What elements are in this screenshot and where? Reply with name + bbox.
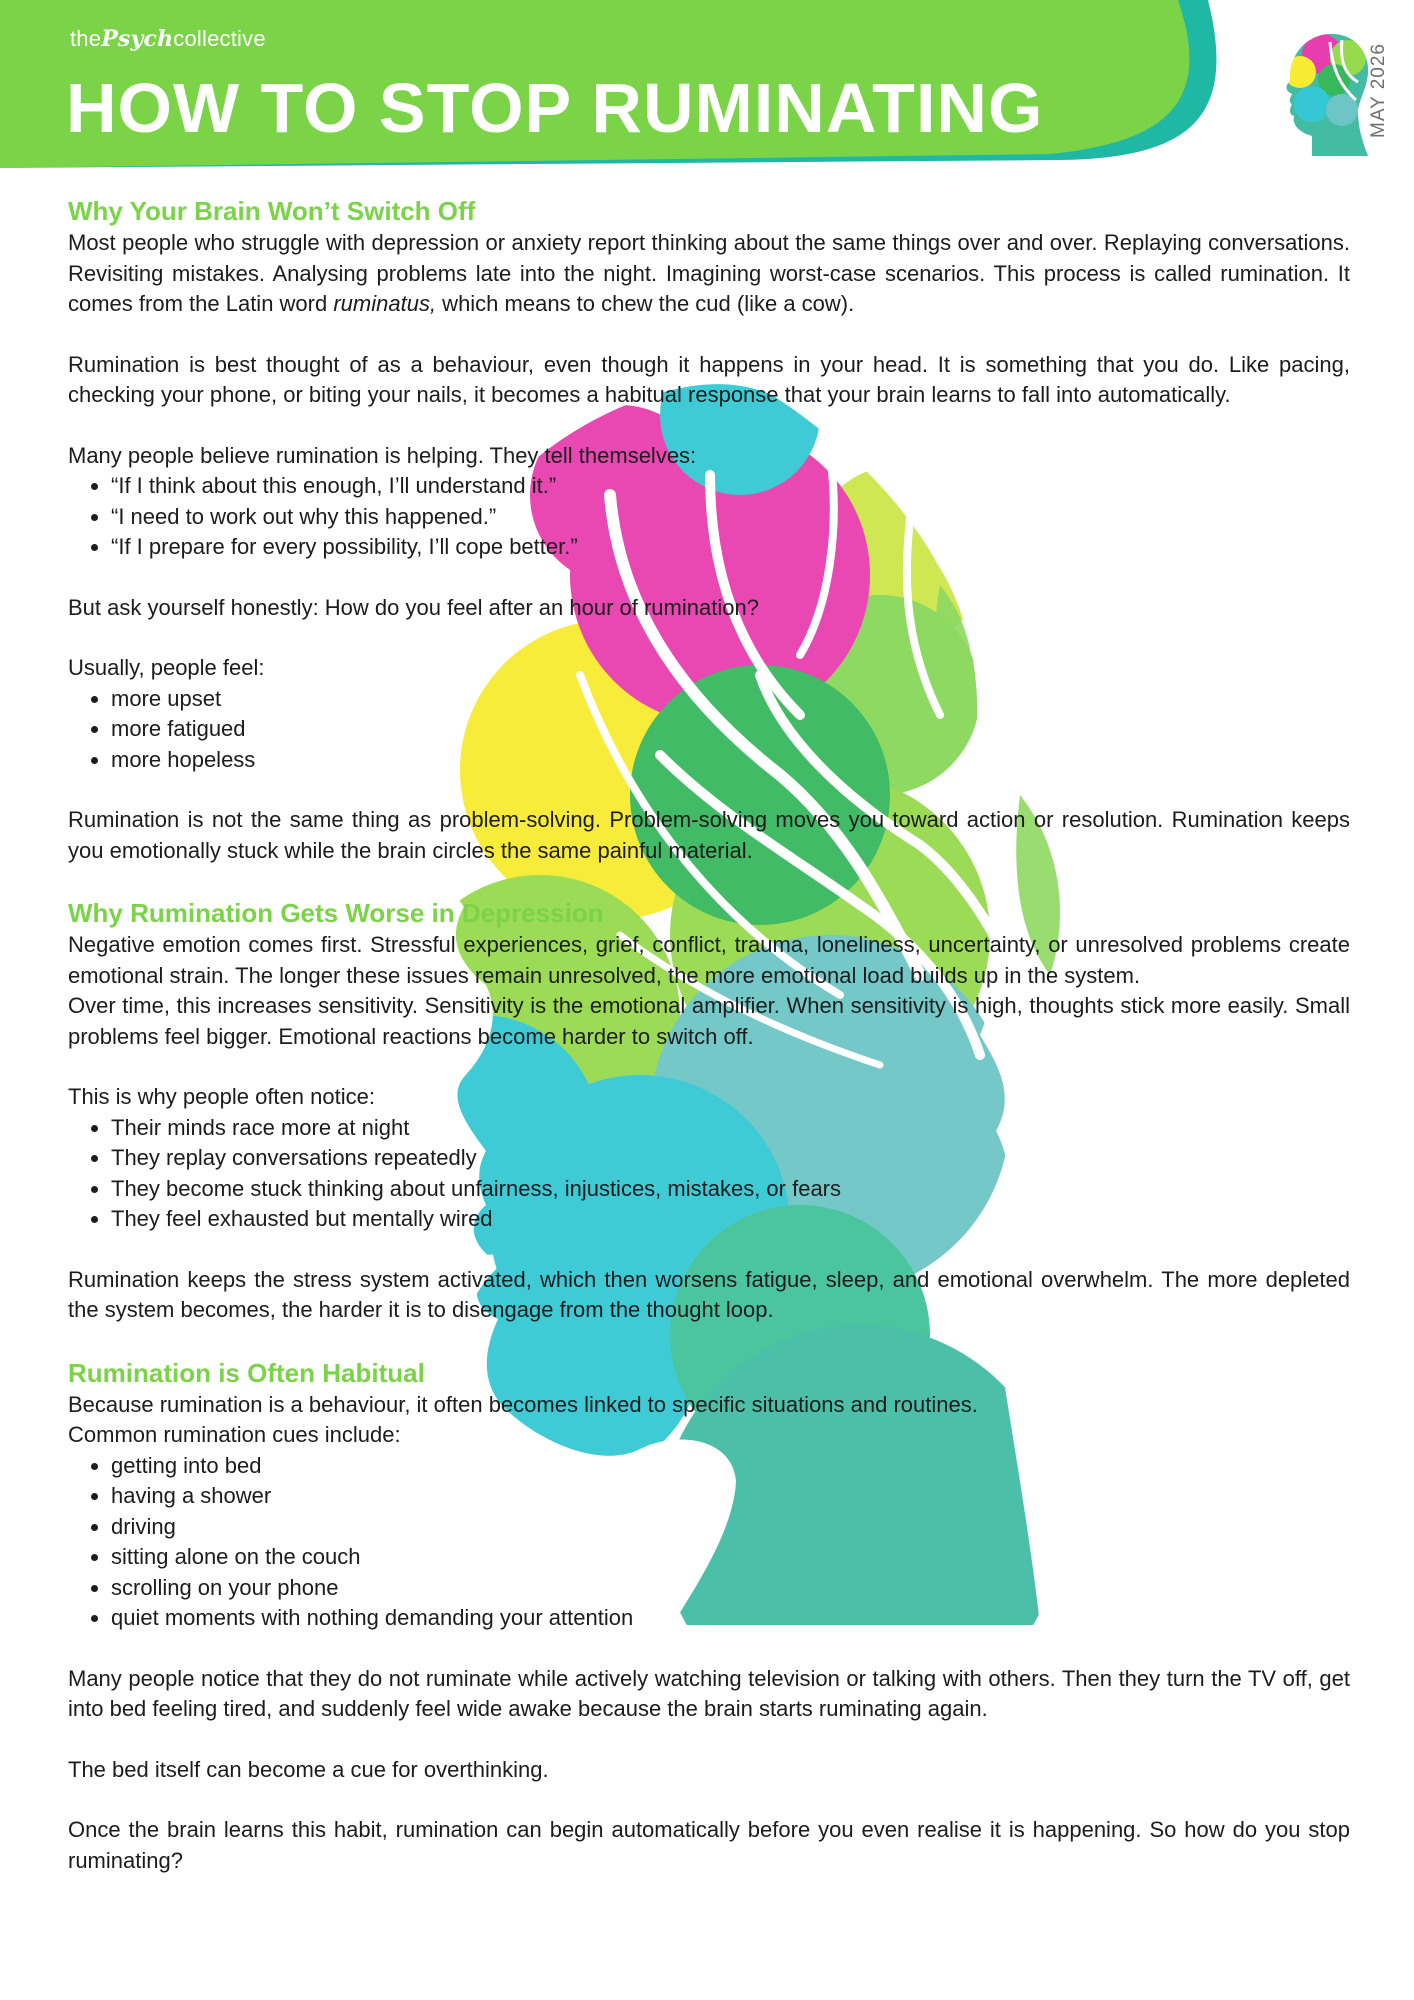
list-item: more hopeless [111,745,1350,776]
colorful-head-silhouette-icon [1286,33,1369,156]
list-item: sitting alone on the couch [111,1542,1350,1573]
paragraph: Usually, people feel: [68,655,265,680]
list-item: Their minds race more at night [111,1113,1350,1144]
page-title: HOW TO STOP RUMINATING [66,69,1044,147]
list-item: They feel exhausted but mentally wired [111,1204,1350,1235]
list-item: They become stuck thinking about unfairn… [111,1174,1350,1205]
list-item: “If I prepare for every possibility, I’l… [111,532,1350,563]
paragraph: This is why people often notice: [68,1084,375,1109]
list-item: more upset [111,684,1350,715]
list-item: having a shower [111,1481,1350,1512]
paragraph: Many people believe rumination is helpin… [68,442,697,468]
paragraph: Rumination keeps the stress system activ… [68,1266,1350,1323]
list-item: more fatigued [111,714,1350,745]
notices-list: Their minds race more at night They repl… [68,1113,1350,1235]
paragraph: Most people who struggle with depression… [68,230,1350,316]
paragraph: The bed itself can become a cue for over… [68,1756,549,1782]
paragraph: Common rumination cues include: [68,1422,401,1447]
paragraph: Over time, this increases sensitivity. S… [68,993,1350,1049]
section-heading: Why Rumination Gets Worse in Depression [68,898,604,928]
list-item: getting into bed [111,1451,1350,1482]
issue-date: MAY 2026 [1368,43,1389,138]
paragraph: Rumination is not the same thing as prob… [68,807,1350,863]
paragraph: Rumination is best thought of as a behav… [68,351,1350,408]
feelings-list: more upset more fatigued more hopeless [68,684,1350,776]
paragraph: Because rumination is a behaviour, it of… [68,1391,978,1417]
paragraph: Negative emotion comes first. Stressful … [68,932,1350,988]
section-heading: Rumination is Often Habitual [68,1357,425,1388]
beliefs-list: “If I think about this enough, I’ll unde… [68,471,1350,563]
list-item: “I need to work out why this happened.” [111,502,1350,533]
paragraph: Many people notice that they do not rumi… [68,1665,1350,1722]
brand-logo-text: thePsychcollective [70,26,266,52]
list-item: They replay conversations repeatedly [111,1143,1350,1174]
header-banner: thePsychcollective HOW TO STOP RUMINATIN… [0,0,1414,170]
list-item: scrolling on your phone [111,1573,1350,1604]
list-item: “If I think about this enough, I’ll unde… [111,471,1350,502]
section-heading: Why Your Brain Won’t Switch Off [68,196,476,226]
list-item: quiet moments with nothing demanding you… [111,1603,1350,1634]
article-body: Why Your Brain Won’t Switch Off Most peo… [68,194,1350,1876]
list-item: driving [111,1512,1350,1543]
latin-term: ruminatus, [333,291,437,316]
paragraph: But ask yourself honestly: How do you fe… [68,594,759,620]
header-wave-shape [0,0,1217,168]
cues-list: getting into bed having a shower driving… [68,1451,1350,1634]
colorful-head-silhouette-illustration [411,384,1060,1626]
paragraph: Once the brain learns this habit, rumina… [68,1817,1350,1873]
